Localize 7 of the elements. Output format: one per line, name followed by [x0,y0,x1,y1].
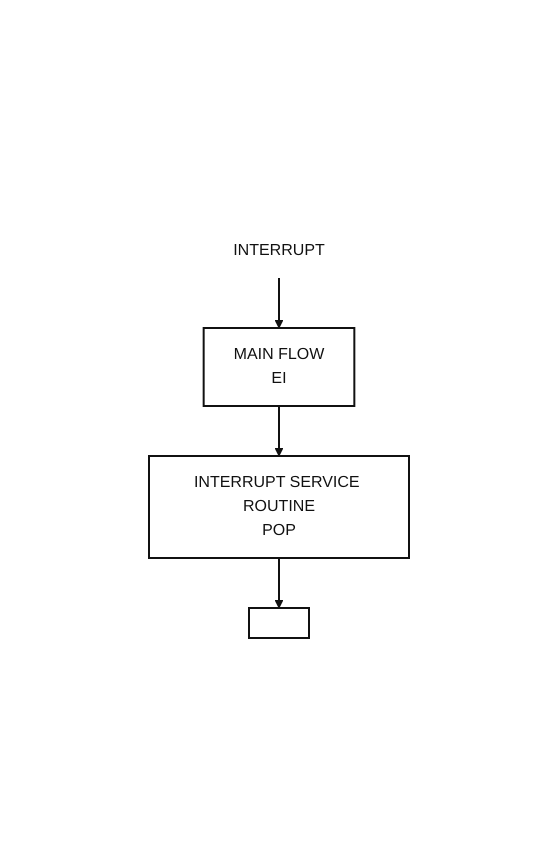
node-box: INTERRUPT SERVICE ROUTINE POP [148,455,410,559]
arrow [274,558,284,608]
arrow [274,406,284,456]
node-box [248,607,310,639]
node-text: INTERRUPT [233,242,325,259]
node-box: MAIN FLOW EI [202,327,356,407]
arrow [274,278,284,328]
